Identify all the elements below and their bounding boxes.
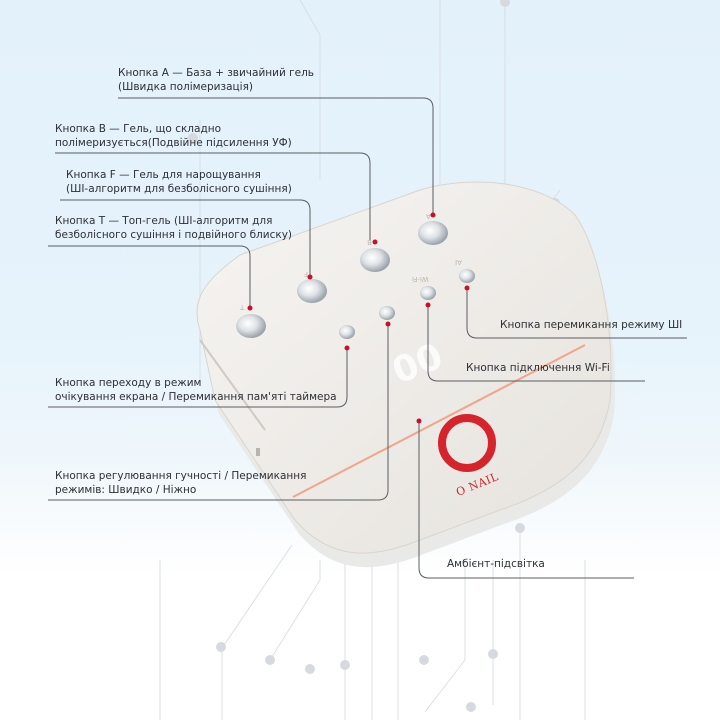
gem-buttons bbox=[236, 221, 475, 339]
callout-button-t: Кнопка T — Топ-гель (ШІ-алгоритм для без… bbox=[55, 215, 293, 241]
onail-logo-icon bbox=[438, 414, 496, 472]
callout-ambient: Амбієнт-підсвітка bbox=[447, 558, 545, 570]
callout-standby: Кнопка переходу в режим очікування екран… bbox=[55, 377, 337, 403]
callout-volume: Кнопка регулювання гучності / Перемиканн… bbox=[55, 470, 307, 496]
ambient-light-strip bbox=[292, 344, 586, 498]
device-body bbox=[196, 181, 612, 554]
callout-wifi: Кнопка підключення Wi-Fi bbox=[466, 362, 610, 374]
callout-button-a: Кнопка A — База + звичайний гель (Швидка… bbox=[118, 67, 314, 93]
callout-button-f: Кнопка F — Гель для нарощування (ШІ-алго… bbox=[66, 169, 292, 195]
callout-ai-mode: Кнопка перемикання режиму ШІ bbox=[500, 319, 683, 331]
callout-button-b: Кнопка B — Гель, що складно полімеризуєт… bbox=[55, 123, 292, 149]
